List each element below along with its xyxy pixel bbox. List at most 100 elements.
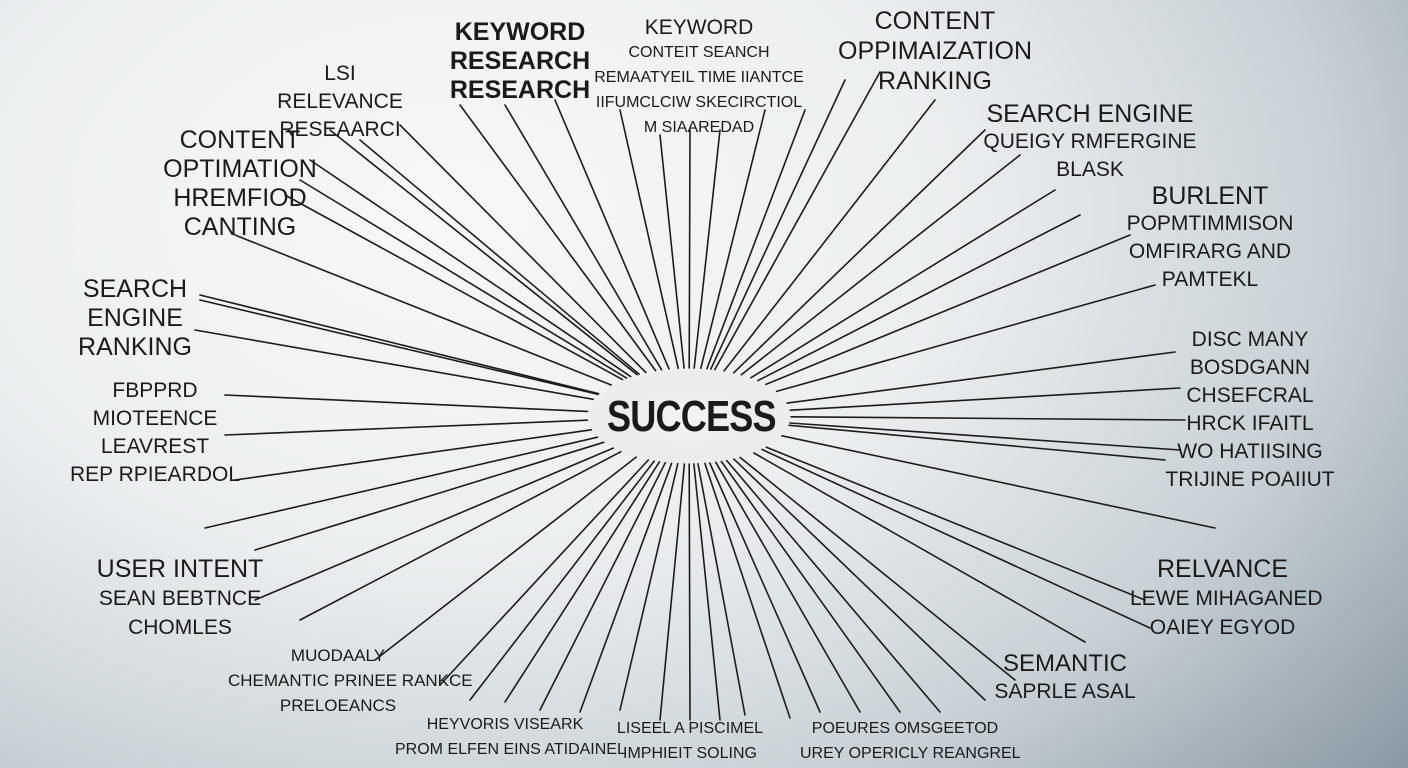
search-left-line: ENGINE [87,304,183,332]
center-success-label: SUCCESS [607,392,777,441]
modaaly-line: MUODAALY [290,646,386,665]
ray-line [789,422,1181,451]
keyword-mid-line: CONTEIT SEANCH [628,44,770,61]
content-left-line: CANTING [183,213,297,241]
ray-line [720,460,901,713]
poeures-line: POEURES OMSGEETOD [811,720,999,737]
search-left-line: RANKING [78,333,192,361]
ray-line [723,99,936,372]
ray-line [224,394,589,413]
content-optimation-group: CONTENT OPTIMATION HREMFIOD CANTING [140,126,340,242]
ray-line [765,234,1131,386]
ray-line [708,462,821,713]
ray-line [439,459,650,686]
liseel-line: LISEEL A PISCIMEL [616,720,764,737]
lsi-group: LSI RELEVANCE RESEAARCI [270,60,410,144]
ray-line [739,456,1016,681]
disc-line: DISC MANY [1191,328,1309,351]
ray-line [706,109,806,370]
modaaly-line: PRELOEANCS [279,696,397,715]
disc-line: CHSEFCRAL [1186,384,1314,407]
ray-line [714,461,861,713]
relvance-line: OAIEY EGYOD [1149,616,1296,639]
ray-line [204,436,599,529]
lsi-line: RESEAARCI [279,118,401,141]
user-intent-title: USER INTENT [96,555,264,583]
keyword-research-group: KEYWORD RESEARCH RESEARCH [445,18,595,105]
content-optimization-group: CONTENT OPPIMAIZATION RANKING [820,6,1050,96]
keyword-mid-line: IIFUMCLCIW SKECIRCTIOL [595,94,803,111]
burlent-line: POPMTIMMISON [1126,212,1294,235]
ray-line [554,99,670,370]
ray-line [688,129,691,369]
search-right-title: SEARCH ENGINE [986,100,1194,128]
disc-line: BOSDGANN [1189,356,1311,379]
keyword-mid-line: REMAATYEIL TIME IIANTCE [594,69,804,86]
ray-line [688,463,691,721]
liseel-group: LISEEL A PISCIMEL IMPHIEIT SOLING [610,716,770,766]
ray-line [732,129,986,374]
ray-line [659,134,685,369]
ray-line [194,329,595,401]
keyword-mid-title: KEYWORD [644,16,754,39]
keyword-content-group: KEYWORD CONTEIT SEANCH REMAATYEIL TIME I… [594,15,804,140]
semantic-line: SAPRLE ASAL [994,680,1136,703]
ray-line [359,139,640,375]
search-right-line: BLASK [1056,158,1124,181]
disc-line: HRCK IFAITL [1186,412,1314,435]
ray-line [740,154,1021,376]
relvance-line: LEWE MIHAGANED [1130,587,1323,610]
content-left-title: CONTENT [179,126,301,154]
ray-line [697,462,746,716]
content-top-line: OPPIMAIZATION [838,37,1032,65]
ray-line [619,462,679,711]
semantic-group: SEMANTIC SAPRLE ASAL [985,650,1145,706]
ray-line [788,424,1166,461]
disc-line: WO HATIISING [1177,440,1323,463]
search-engine-right-group: SEARCH ENGINE QUEIGY RMFERGINE BLASK [975,100,1205,184]
relvance-title: RELVANCE [1156,555,1289,583]
ray-line [789,387,1181,412]
ray-line [539,461,667,711]
ray-line [459,104,657,372]
ray-line [659,463,686,721]
ray-line [254,447,615,601]
ray-line [299,179,628,379]
search-right-line: QUEIGY RMFERGINE [983,130,1197,153]
relvance-group: RELVANCE LEWE MIHAGANED OAIEY EGYOD [1130,555,1323,642]
ray-line [504,461,661,703]
ray-line [329,129,638,376]
ray-line [234,428,593,481]
content-left-line: OPTIMATION [163,155,317,183]
keyword-title: KEYWORD [454,18,586,46]
ray-line [749,189,1056,379]
search-engine-ranking-group: SEARCH ENGINE RANKING [70,275,200,362]
ray-line [761,448,1151,629]
ray-line [790,415,1186,421]
burlent-group: BURLENT POPMTIMMISON OMFIRARG AND PAMTEK… [1115,182,1305,294]
poeures-group: POEURES OMSGEETOD UREY OPERICLY REANGREL [800,716,1021,766]
user-intent-group: USER INTENT SEAN BEBTNCE CHOMLES [90,555,270,642]
ray-line [693,129,721,369]
heyvoris-line: HEYVORIS VISEARK [426,716,584,733]
content-left-line: HREMFIOD [173,184,307,212]
center-glow [588,370,790,466]
ray-line [699,109,766,370]
semantic-title: SEMANTIC [1002,650,1127,677]
ray-line [504,104,663,371]
modaaly-line: CHEMANTIC PRINEE RANKCE [228,671,473,690]
ray-line [786,351,1176,404]
ray-line [199,299,599,396]
ray-line [713,71,881,371]
ray-line [579,462,673,713]
ray-line [234,234,613,386]
ray-line [693,463,721,721]
fbpprd-line: REP RPIEARDOL [70,463,240,486]
burlent-line: PAMTEKL [1161,268,1259,291]
ray-line [254,441,605,551]
burlent-line: OMFIRARG AND [1128,240,1292,263]
user-intent-line: SEAN BEBTNCE [98,587,262,610]
keyword-line: RESEARCH [449,76,591,104]
disc-line: TRIJINE POAIIUT [1165,468,1335,491]
